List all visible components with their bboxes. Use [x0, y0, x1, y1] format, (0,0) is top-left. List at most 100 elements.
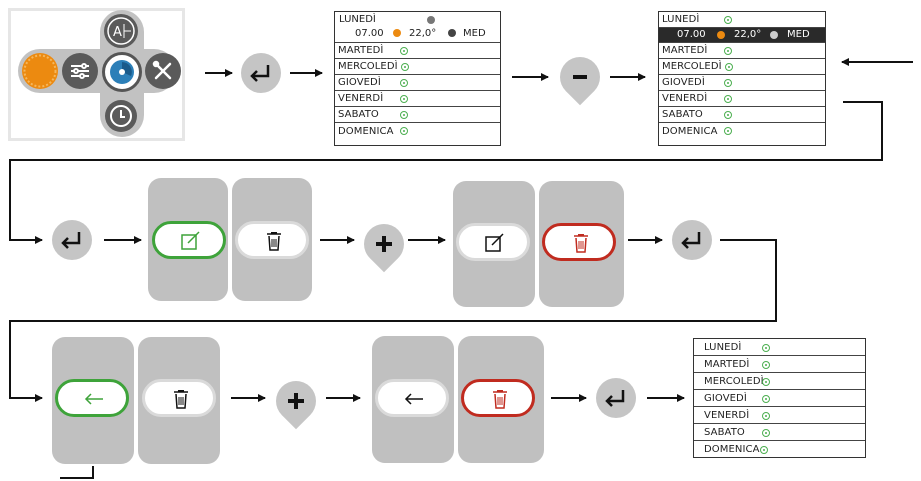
day-label: VENERDÌ [704, 409, 750, 421]
delete-button[interactable] [461, 379, 535, 417]
back-arrow-icon [84, 393, 103, 405]
day-row[interactable]: DOMENICA [694, 441, 865, 458]
day-row-expanded[interactable]: LUNEDÌ 07.00 22,0° MED [335, 12, 500, 43]
day-row[interactable]: SABATO [659, 107, 825, 123]
add-icon[interactable] [724, 16, 732, 24]
fan-icon [770, 31, 778, 39]
add-icon[interactable] [762, 429, 770, 437]
day-row[interactable]: LUNEDÌ [694, 339, 865, 356]
day-row[interactable]: MARTEDÌ [335, 43, 500, 59]
day-row[interactable]: MARTEDÌ [659, 43, 825, 59]
add-icon[interactable] [400, 79, 408, 87]
program-temp: 22,0° [734, 29, 762, 40]
day-label: LUNEDÌ [339, 14, 376, 25]
sliders-icon[interactable] [62, 53, 98, 89]
tools-icon[interactable] [145, 53, 181, 89]
day-row[interactable]: MERCOLEDÌ [694, 373, 865, 390]
day-label: VENERDÌ [662, 93, 708, 104]
day-label: DOMENICA [338, 125, 394, 137]
day-label: MERCOLEDÌ [704, 375, 764, 387]
program-time: 07.00 [677, 29, 706, 40]
add-icon[interactable] [762, 344, 770, 352]
enter-button[interactable] [596, 378, 636, 418]
add-icon[interactable] [762, 378, 770, 386]
plus-button[interactable] [267, 372, 325, 430]
add-icon[interactable] [400, 47, 408, 55]
day-label: SABATO [704, 426, 745, 438]
day-row[interactable]: DOMENICA [659, 123, 825, 139]
enter-arrow-icon [250, 65, 270, 82]
add-icon[interactable] [762, 361, 770, 369]
day-row[interactable]: MERCOLEDÌ [659, 59, 825, 75]
enter-button[interactable] [672, 220, 712, 260]
enter-arrow-icon [605, 390, 625, 407]
edit-icon [485, 233, 504, 252]
day-row[interactable]: GIOVEDÌ [659, 75, 825, 91]
day-row[interactable]: LUNEDÌ [659, 12, 825, 28]
plus-button[interactable] [355, 215, 413, 273]
sun-icon [717, 31, 725, 39]
enter-arrow-icon [681, 232, 701, 249]
add-icon[interactable] [725, 63, 733, 71]
trash-icon [493, 390, 507, 409]
sun-icon[interactable] [22, 53, 58, 89]
minus-button[interactable] [551, 48, 609, 106]
day-table-c: LUNEDÌ MARTEDÌ MERCOLEDÌ GIOVEDÌ VENERDÌ… [693, 338, 866, 458]
day-row[interactable]: VENERDÌ [659, 91, 825, 107]
clock-mode-icon[interactable]: A [104, 14, 138, 48]
back-arrow-icon [404, 393, 423, 405]
add-icon[interactable] [760, 446, 768, 454]
flow-continuation [60, 466, 94, 479]
add-icon[interactable] [400, 127, 408, 135]
day-label: VENERDÌ [338, 93, 384, 104]
add-icon[interactable] [724, 79, 732, 87]
add-icon[interactable] [724, 111, 732, 119]
day-label: MERCOLEDÌ [662, 61, 722, 72]
day-row[interactable]: VENERDÌ [335, 91, 500, 107]
day-row[interactable]: GIOVEDÌ [694, 390, 865, 407]
enter-button[interactable] [52, 220, 92, 260]
day-table-a: LUNEDÌ 07.00 22,0° MED MARTEDÌ MERCOLEDÌ… [334, 11, 501, 146]
day-row[interactable]: SABATO [694, 424, 865, 441]
day-label: SABATO [662, 109, 703, 120]
day-row[interactable]: VENERDÌ [694, 407, 865, 424]
clock-icon[interactable] [105, 100, 137, 132]
back-button[interactable] [55, 379, 129, 417]
day-label: LUNEDÌ [704, 341, 742, 353]
program-row-selected[interactable]: 07.00 22,0° MED [659, 28, 825, 43]
fan-speed: MED [463, 28, 486, 39]
delete-button[interactable] [235, 221, 309, 259]
add-icon[interactable] [762, 412, 770, 420]
day-label: MERCOLEDÌ [338, 61, 398, 72]
add-icon[interactable] [400, 95, 408, 103]
day-row[interactable]: DOMENICA [335, 123, 500, 139]
day-label: GIOVEDÌ [662, 77, 705, 88]
delete-button[interactable] [142, 379, 216, 417]
enter-button[interactable] [241, 53, 281, 93]
day-row[interactable]: GIOVEDÌ [335, 75, 500, 91]
plus-icon [288, 393, 304, 409]
day-label: GIOVEDÌ [338, 77, 381, 88]
edit-button[interactable] [152, 221, 226, 259]
enter-arrow-icon [61, 232, 81, 249]
fan-speed: MED [787, 29, 810, 40]
add-icon[interactable] [401, 63, 409, 71]
day-row[interactable]: MARTEDÌ [694, 356, 865, 373]
add-icon[interactable] [724, 127, 732, 135]
delete-button[interactable] [542, 223, 616, 261]
day-label: GIOVEDÌ [704, 392, 747, 404]
add-icon[interactable] [724, 47, 732, 55]
day-row[interactable]: SABATO [335, 107, 500, 123]
status-dot [427, 16, 435, 24]
stopwatch-icon[interactable] [102, 52, 142, 92]
day-row[interactable]: MERCOLEDÌ [335, 59, 500, 75]
sun-icon [393, 29, 401, 37]
trash-icon [174, 390, 188, 409]
add-icon[interactable] [724, 95, 732, 103]
back-button[interactable] [375, 379, 449, 417]
edit-button[interactable] [456, 223, 530, 261]
add-icon[interactable] [762, 395, 770, 403]
flow-link [9, 101, 883, 244]
add-icon[interactable] [400, 111, 408, 119]
